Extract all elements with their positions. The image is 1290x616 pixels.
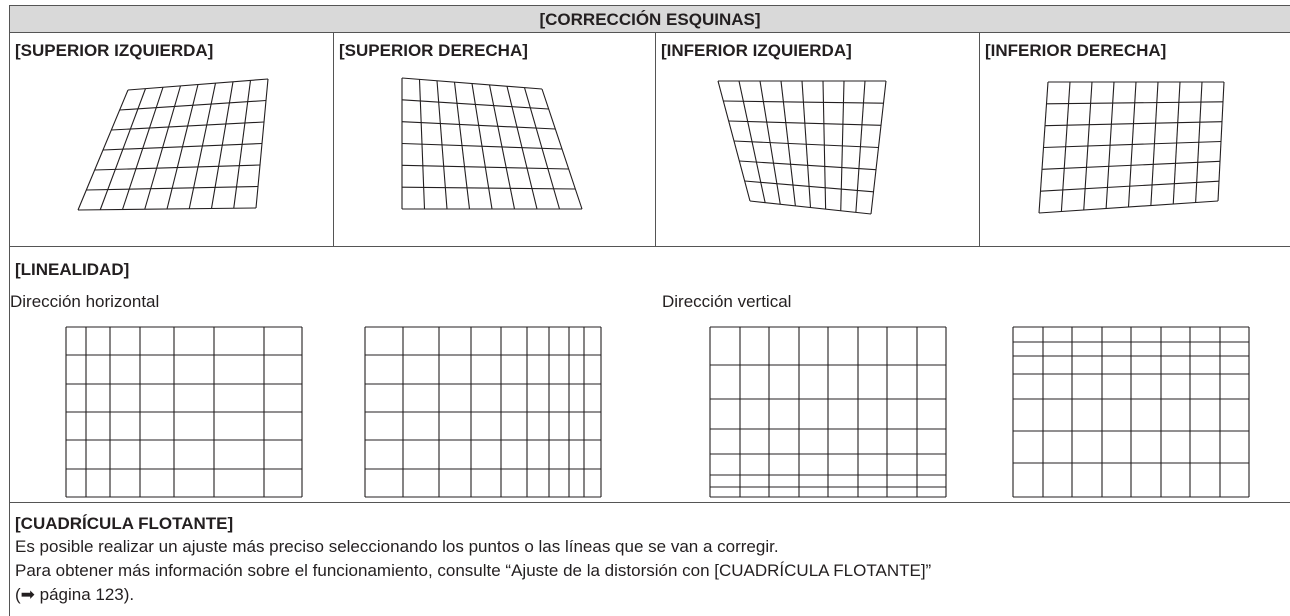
floating-grid-page-ref[interactable]: (➡ página 123). (15, 585, 135, 604)
grid-line-horizontal (401, 77, 543, 90)
corner-label: [SUPERIOR IZQUIERDA] (15, 41, 214, 60)
corner-grid-lower-right (1038, 81, 1225, 214)
linearity-grid-vertical-1 (709, 326, 947, 498)
grid-line-horizontal (401, 186, 576, 190)
grid-line-horizontal (744, 180, 874, 193)
grid-line-horizontal (111, 121, 265, 131)
horizontal-direction-label: Dirección horizontal (10, 292, 160, 311)
grid-line-horizontal (1040, 180, 1220, 192)
linearity-grid-vertical-2 (1012, 326, 1250, 498)
corner-label: [SUPERIOR DERECHA] (339, 41, 528, 60)
grid-line-horizontal (401, 142, 563, 150)
grid-line-horizontal (723, 100, 884, 104)
grid-line-horizontal (401, 164, 569, 170)
grid-line-horizontal (1041, 160, 1221, 170)
grid-line-horizontal (1044, 121, 1223, 127)
grid-line-horizontal (749, 200, 872, 215)
grid-line-horizontal (86, 185, 259, 191)
grid-line-horizontal (401, 99, 549, 110)
grid-line-horizontal (401, 121, 556, 130)
grid-line-horizontal (739, 160, 877, 171)
floating-grid-text-1: Es posible realizar un ajuste más precis… (15, 537, 779, 556)
corner-label: [INFERIOR DERECHA] (985, 41, 1167, 60)
corner-cell-lower-right: [INFERIOR DERECHA] (980, 33, 1290, 247)
linearity-grid-horizontal-1 (65, 326, 303, 498)
grid-line-horizontal (94, 164, 261, 171)
correction-table: [CORRECCIÓN ESQUINAS] [SUPERIOR IZQUIERD… (9, 5, 1290, 616)
grid-line-horizontal (119, 99, 267, 111)
corner-cell-lower-left: [INFERIOR IZQUIERDA] (656, 33, 980, 247)
grid-line-horizontal (77, 207, 257, 211)
table-header: [CORRECCIÓN ESQUINAS] (10, 6, 1290, 33)
floating-grid-title: [CUADRÍCULA FLOTANTE] (15, 514, 234, 533)
linearity-grid-horizontal-2 (364, 326, 602, 498)
grid-line-horizontal (102, 142, 263, 151)
vertical-direction-label: Dirección vertical (662, 292, 792, 311)
linearity-title: [LINEALIDAD] (15, 260, 130, 279)
corner-grid-upper-left (77, 78, 269, 211)
grid-line-horizontal (1038, 200, 1219, 214)
corner-grid-upper-right (401, 77, 583, 210)
grid-line-horizontal (127, 78, 269, 91)
grid-line-horizontal (728, 120, 882, 126)
corner-label: [INFERIOR IZQUIERDA] (661, 41, 852, 60)
corner-grid-lower-left (717, 80, 887, 215)
grid-line-horizontal (733, 140, 879, 149)
linearity-section: [LINEALIDAD] Dirección horizontal Direcc… (10, 248, 1290, 503)
floating-grid-text-2: Para obtener más información sobre el fu… (15, 561, 932, 580)
grid-line-horizontal (1043, 140, 1222, 149)
corner-cell-upper-left: [SUPERIOR IZQUIERDA] (10, 33, 334, 247)
corner-cell-upper-right: [SUPERIOR DERECHA] (334, 33, 656, 247)
grid-line-horizontal (1046, 101, 1224, 105)
